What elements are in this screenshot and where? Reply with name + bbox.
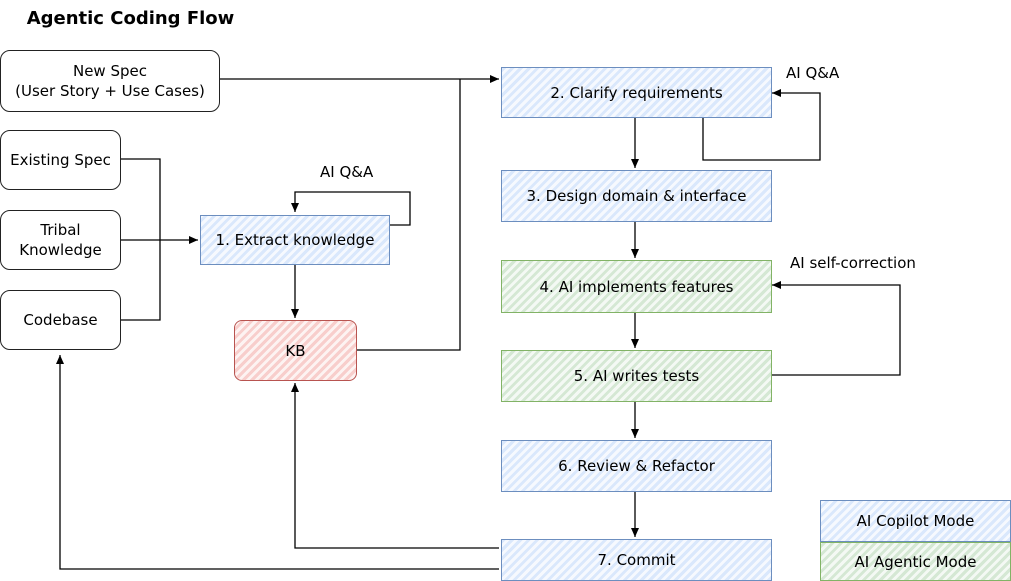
node-kb: KB <box>234 320 357 381</box>
edge-commit-codebase <box>56 355 499 570</box>
node-clarify-requirements: 2. Clarify requirements <box>501 67 772 118</box>
label-ai-qa-clarify: AI Q&A <box>786 64 840 82</box>
node-tribal-knowledge: Tribal Knowledge <box>0 210 121 270</box>
edge-clarify-loop <box>702 89 821 161</box>
diagram-title: Agentic Coding Flow <box>26 8 235 29</box>
node-design-domain: 3. Design domain & interface <box>501 170 772 222</box>
node-codebase: Codebase <box>0 290 121 350</box>
node-new-spec: New Spec (User Story + Use Cases) <box>0 50 220 112</box>
node-extract-knowledge: 1. Extract knowledge <box>200 215 390 265</box>
edge-selfcorrection-loop <box>772 281 901 376</box>
edge-kb-clarify <box>357 79 461 351</box>
legend-copilot-mode: AI Copilot Mode <box>820 500 1011 542</box>
node-review-refactor: 6. Review & Refactor <box>501 440 772 492</box>
node-write-tests: 5. AI writes tests <box>501 350 772 402</box>
edge-commit-kb <box>291 383 499 549</box>
label-ai-qa-extract: AI Q&A <box>320 163 374 181</box>
node-existing-spec: Existing Spec <box>0 130 121 190</box>
label-ai-self-correction: AI self-correction <box>790 254 916 272</box>
legend-agentic-mode: AI Agentic Mode <box>820 542 1011 581</box>
node-implement-features: 4. AI implements features <box>501 260 772 313</box>
node-commit: 7. Commit <box>501 539 772 581</box>
edge-extract-loop <box>291 191 411 226</box>
